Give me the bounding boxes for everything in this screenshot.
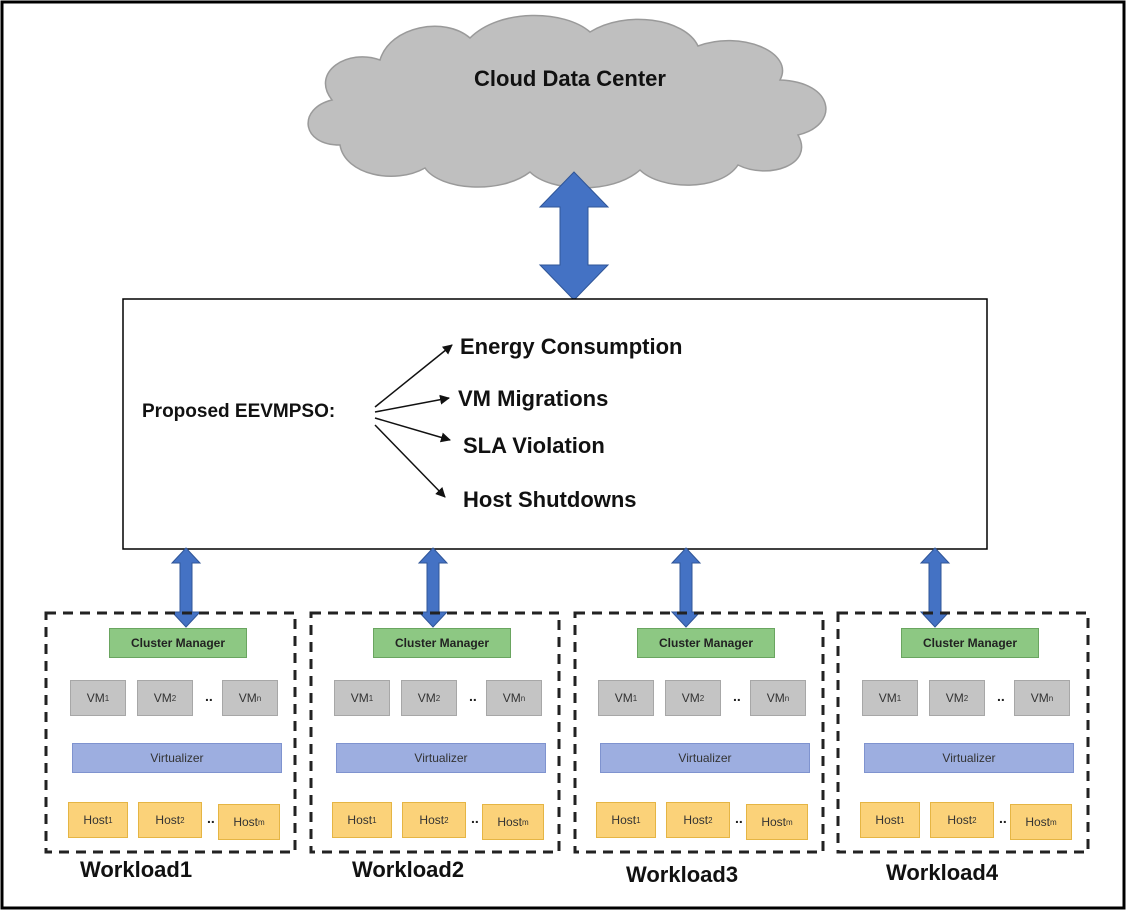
vm-ellipsis: ..	[997, 688, 1005, 704]
cluster-manager: Cluster Manager	[373, 628, 511, 658]
cluster-manager: Cluster Manager	[901, 628, 1039, 658]
workload1-cluster-box	[44, 611, 297, 854]
arrow-sla	[374, 417, 451, 443]
host-ellipsis: ..	[471, 810, 479, 826]
workload1-link-arrow	[170, 547, 202, 628]
metric-shutdowns: Host Shutdowns	[463, 487, 637, 512]
workload3-label: Workload3	[626, 862, 739, 887]
vm-ellipsis: ..	[469, 688, 477, 704]
workload2-label: Workload2	[352, 857, 465, 882]
proposed-label: Proposed EEVMPSO:	[142, 401, 336, 422]
metric-sla: SLA Violation	[463, 433, 605, 458]
workload4-link-arrow	[919, 547, 951, 628]
workload3-cluster-box	[573, 611, 825, 854]
cloud-link-arrow	[538, 171, 610, 301]
workload3-link-arrow	[670, 547, 702, 628]
host-ellipsis: ..	[207, 810, 215, 826]
cluster-manager: Cluster Manager	[109, 628, 247, 658]
host-ellipsis: ..	[735, 810, 743, 826]
proposed-box	[122, 298, 988, 550]
virtualizer: Virtualizer	[72, 743, 282, 773]
host-ellipsis: ..	[999, 810, 1007, 826]
cloud-title: Cloud Data Center	[474, 66, 666, 91]
arrow-energy	[374, 344, 453, 408]
cloud-shape	[307, 14, 827, 189]
workload4-label: Workload4	[886, 860, 999, 885]
workload2-link-arrow	[417, 547, 449, 628]
workload2-cluster-box	[309, 611, 561, 854]
arrow-shutdowns	[374, 424, 446, 498]
cluster-manager: Cluster Manager	[637, 628, 775, 658]
vm-ellipsis: ..	[733, 688, 741, 704]
workload1-label: Workload1	[80, 857, 193, 882]
arrow-migrations	[374, 394, 450, 413]
workload4-cluster-box	[836, 611, 1090, 854]
virtualizer: Virtualizer	[864, 743, 1074, 773]
virtualizer: Virtualizer	[336, 743, 546, 773]
vm-ellipsis: ..	[205, 688, 213, 704]
metric-energy: Energy Consumption	[460, 334, 683, 359]
virtualizer: Virtualizer	[600, 743, 810, 773]
metric-migrations: VM Migrations	[458, 386, 609, 411]
